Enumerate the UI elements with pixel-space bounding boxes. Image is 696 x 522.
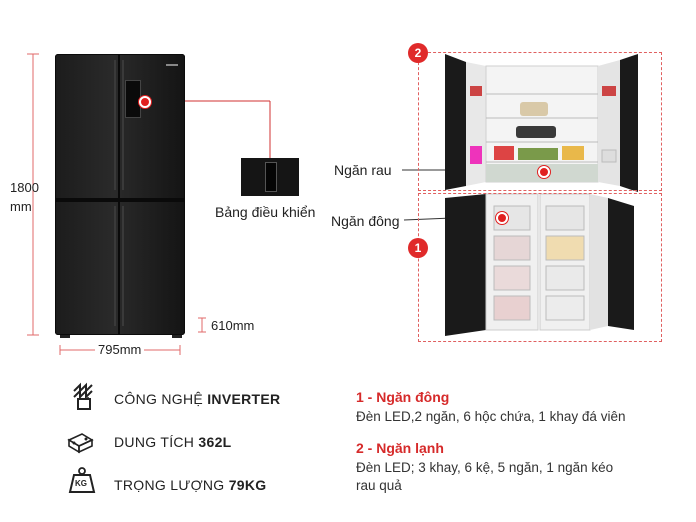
feature-inverter: CÔNG NGHỆ INVERTER <box>114 391 280 407</box>
freezer-label: Ngăn đông <box>331 213 400 229</box>
depth-label: 610mm <box>211 318 255 333</box>
control-panel-zoom <box>241 158 299 196</box>
control-panel-marker <box>139 96 151 108</box>
feature-capacity-value: 362L <box>198 434 232 450</box>
freezer-marker <box>496 212 508 224</box>
fridge-open-image <box>445 54 638 336</box>
weight-kg-icon: KG <box>68 466 96 494</box>
door-handle <box>122 60 124 190</box>
height-value: 1800 <box>10 180 39 195</box>
weight-icon-text: KG <box>75 479 87 488</box>
door-handle <box>114 60 116 190</box>
brand-mark <box>166 64 178 66</box>
door-handle <box>114 206 116 326</box>
spec-freezer-desc: Đèn LED,2 ngăn, 6 hộc chứa, 1 khay đá vi… <box>356 409 626 424</box>
badge-fridge-2: 2 <box>408 43 428 63</box>
feature-inverter-label: CÔNG NGHỆ <box>114 391 208 407</box>
feature-weight-value: 79KG <box>228 477 267 493</box>
inverter-chip-icon <box>73 382 93 410</box>
feature-capacity: DUNG TÍCH 362L <box>114 434 232 450</box>
fridge-closed-image <box>55 54 185 335</box>
capacity-icon <box>67 433 94 454</box>
spec-fridge-desc: Đèn LED; 3 khay, 6 kệ, 5 ngăn, 1 ngăn ké… <box>356 460 614 493</box>
control-panel-label: Bảng điều khiển <box>215 204 316 220</box>
spec-freezer-title: 1 - Ngăn đông <box>356 389 450 405</box>
veg-drawer-marker <box>538 166 550 178</box>
freezer-compartment-box <box>418 193 662 342</box>
height-unit: mm <box>10 199 32 214</box>
spec-fridge-title: 2 - Ngăn lạnh <box>356 440 444 456</box>
fridge-compartment-box <box>418 52 662 191</box>
door-handle <box>122 206 124 326</box>
feature-inverter-value: INVERTER <box>207 391 281 407</box>
veg-drawer-label: Ngăn rau <box>334 162 392 178</box>
feature-weight-label: TRỌNG LƯỢNG <box>114 477 229 493</box>
fridge-foot <box>172 335 182 338</box>
door-split-horizontal <box>55 198 185 202</box>
width-label: 795mm <box>95 342 145 357</box>
fridge-foot <box>60 335 70 338</box>
door-split <box>118 54 120 335</box>
feature-capacity-label: DUNG TÍCH <box>114 434 199 450</box>
feature-weight: TRỌNG LƯỢNG 79KG <box>114 477 266 493</box>
badge-freezer-1: 1 <box>408 238 428 258</box>
